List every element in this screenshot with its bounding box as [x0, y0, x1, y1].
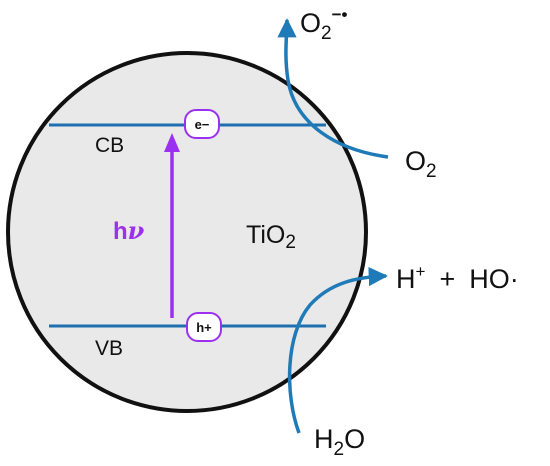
reduction-arrow	[277, 18, 389, 159]
hole-label: h+	[196, 320, 212, 335]
electron-carrier: e−	[184, 109, 220, 139]
water-reactant-label: H2O	[314, 424, 365, 460]
tio2-particle	[6, 51, 368, 413]
oxidation-arrow	[287, 266, 388, 434]
superoxide-product-label: O2−•	[300, 5, 348, 44]
photon-energy-label: hν	[113, 216, 145, 245]
oxidation-products-label: H++HO·	[396, 262, 519, 294]
tio2-label: TiO2	[246, 221, 296, 253]
conduction-band-label: CB	[95, 134, 124, 157]
oxygen-reactant-label: O2	[405, 146, 437, 182]
electron-label: e−	[195, 117, 210, 132]
valence-band-label: VB	[95, 337, 123, 360]
hole-carrier: h+	[186, 312, 222, 342]
excitation-arrow-head	[164, 133, 180, 152]
